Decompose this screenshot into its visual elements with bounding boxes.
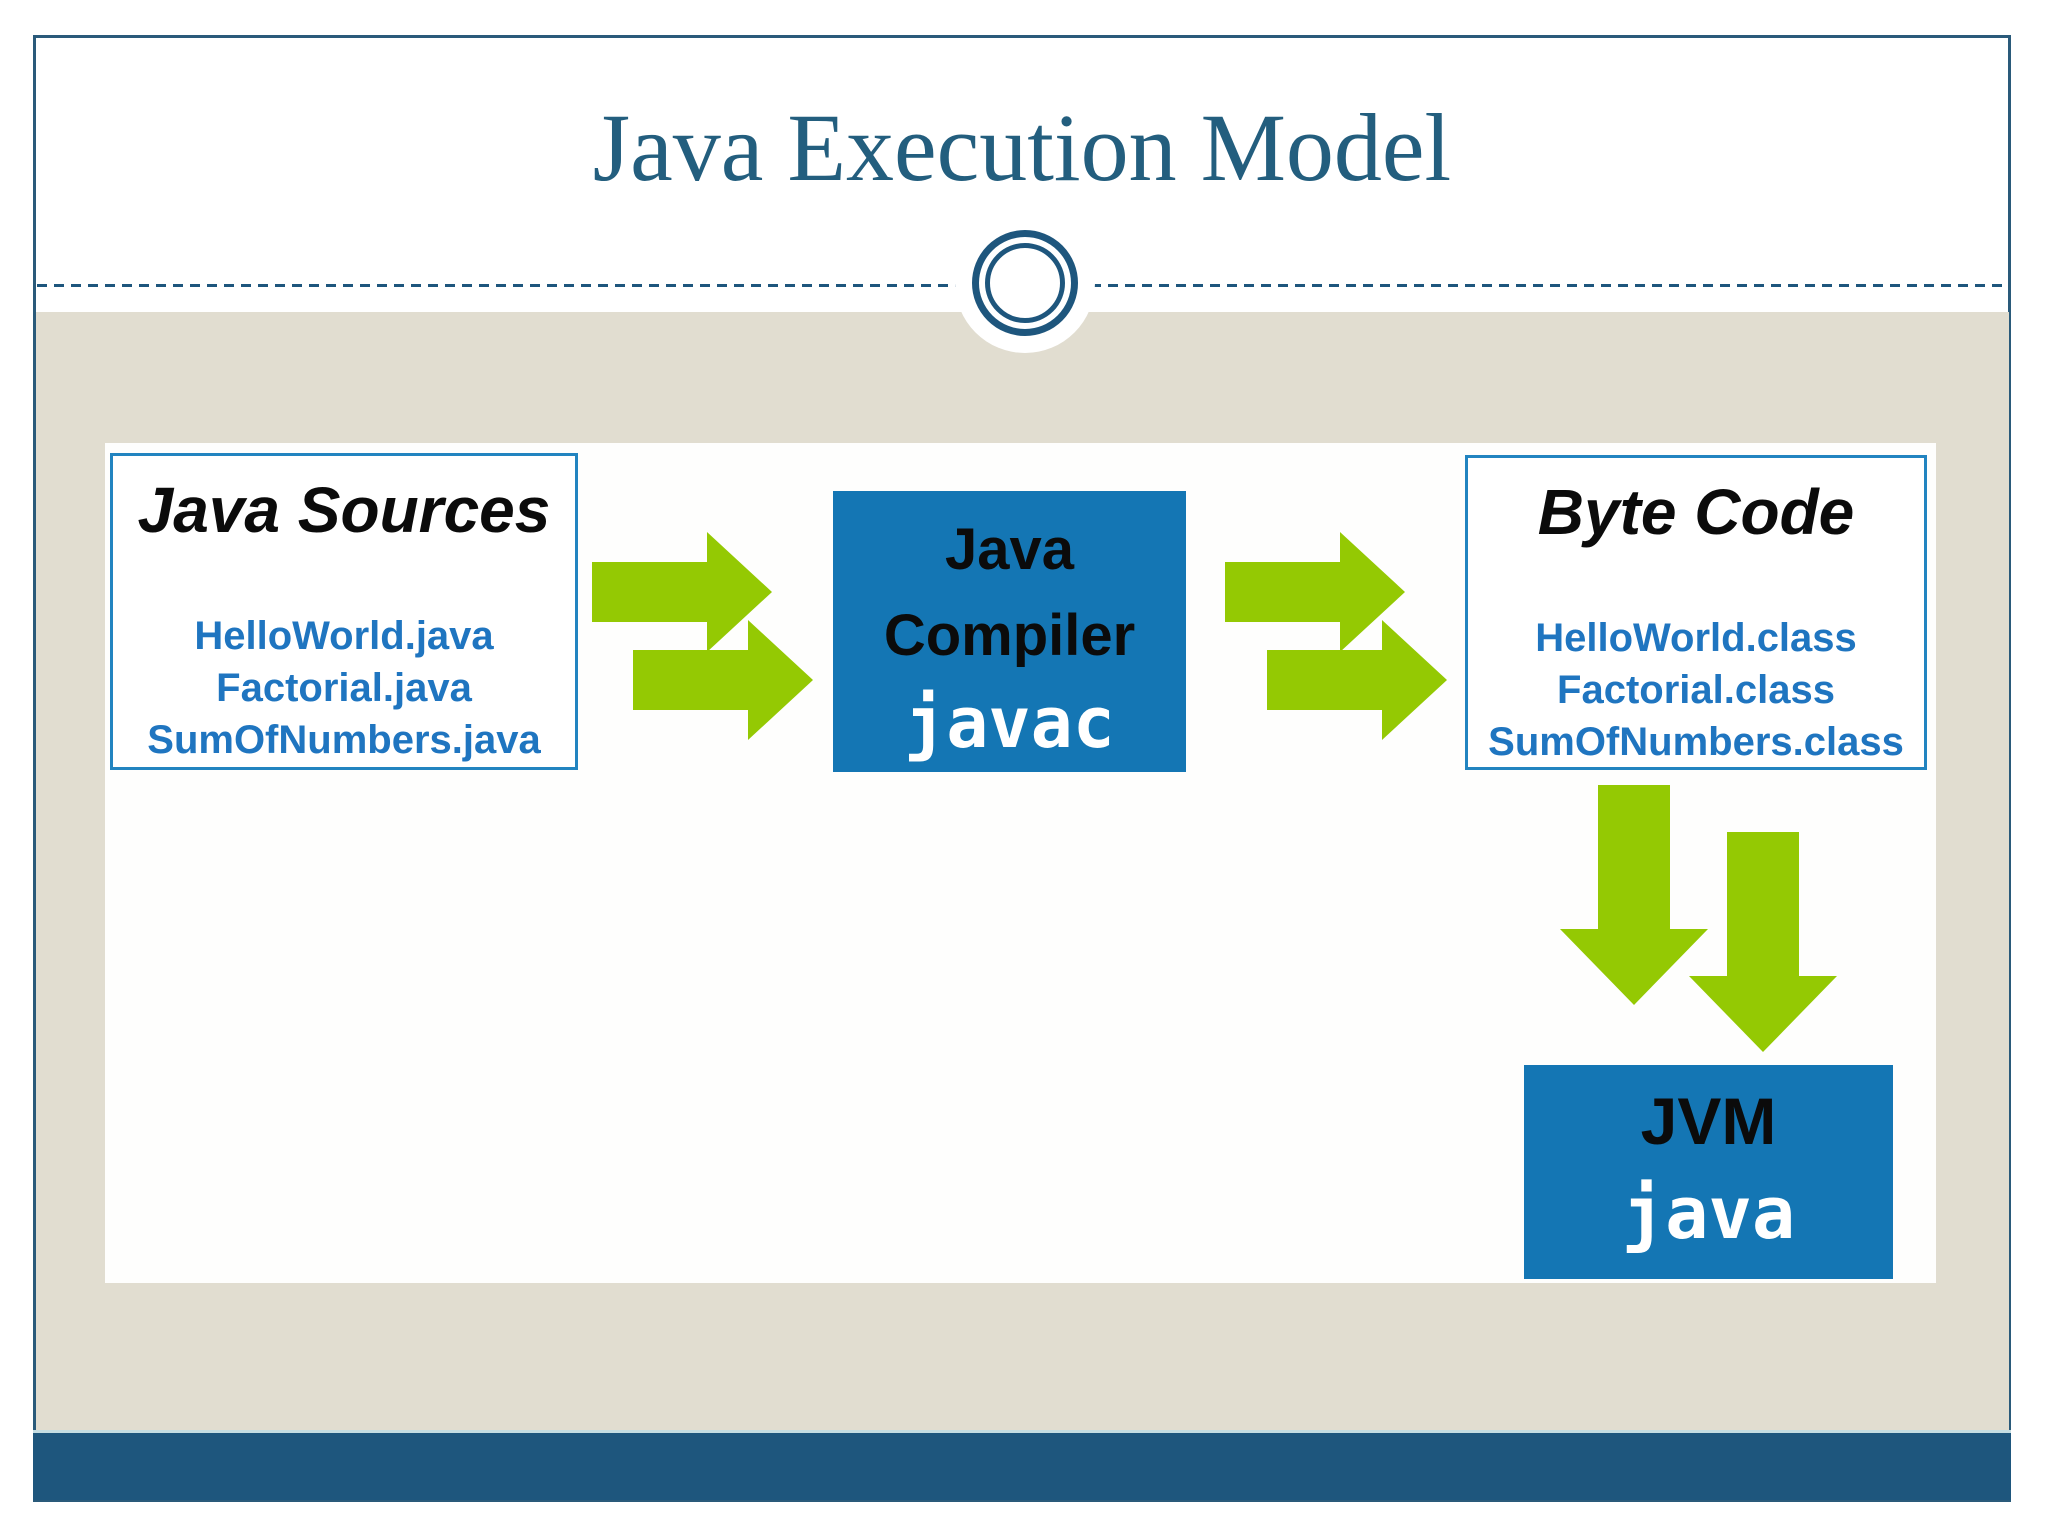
byte-code-box: Byte Code HelloWorld.class Factorial.cla…: [1465, 455, 1927, 770]
slide-footer-bar: [33, 1430, 2011, 1500]
byte-code-file-list: HelloWorld.class Factorial.class SumOfNu…: [1468, 612, 1924, 768]
flow-arrow-down-icon: [1689, 832, 1837, 1052]
source-file-item: HelloWorld.java: [194, 614, 494, 658]
flow-arrow-right-icon: [633, 620, 813, 740]
source-file-item: Factorial.java: [216, 666, 472, 710]
source-file-item: SumOfNumbers.java: [147, 718, 541, 762]
java-command-label: java: [1621, 1171, 1796, 1255]
java-compiler-title-line1: Java: [944, 517, 1075, 582]
flow-arrow-down-icon: [1560, 785, 1708, 1005]
flow-arrow-right-icon: [1267, 620, 1447, 740]
class-file-item: Factorial.class: [1557, 668, 1835, 712]
divider-circle-inner-ring-icon: [985, 243, 1065, 323]
java-compiler-title-line2: Compiler: [883, 603, 1136, 668]
java-sources-box: Java Sources HelloWorld.java Factorial.j…: [110, 453, 578, 770]
class-file-item: SumOfNumbers.class: [1488, 720, 1904, 764]
slide-title: Java Execution Model: [592, 94, 1452, 201]
javac-command-label: javac: [904, 682, 1115, 764]
flow-arrow-right-icon: [592, 532, 772, 652]
java-sources-file-list: HelloWorld.java Factorial.java SumOfNumb…: [113, 610, 575, 766]
class-file-item: HelloWorld.class: [1535, 616, 1857, 660]
flow-arrow-right-icon: [1225, 532, 1405, 652]
jvm-box: JVM java: [1524, 1065, 1893, 1279]
jvm-title: JVM: [1640, 1084, 1777, 1158]
java-sources-title: Java Sources: [137, 474, 551, 546]
java-compiler-box: Java Compiler javac: [833, 491, 1186, 772]
byte-code-title: Byte Code: [1537, 476, 1855, 548]
